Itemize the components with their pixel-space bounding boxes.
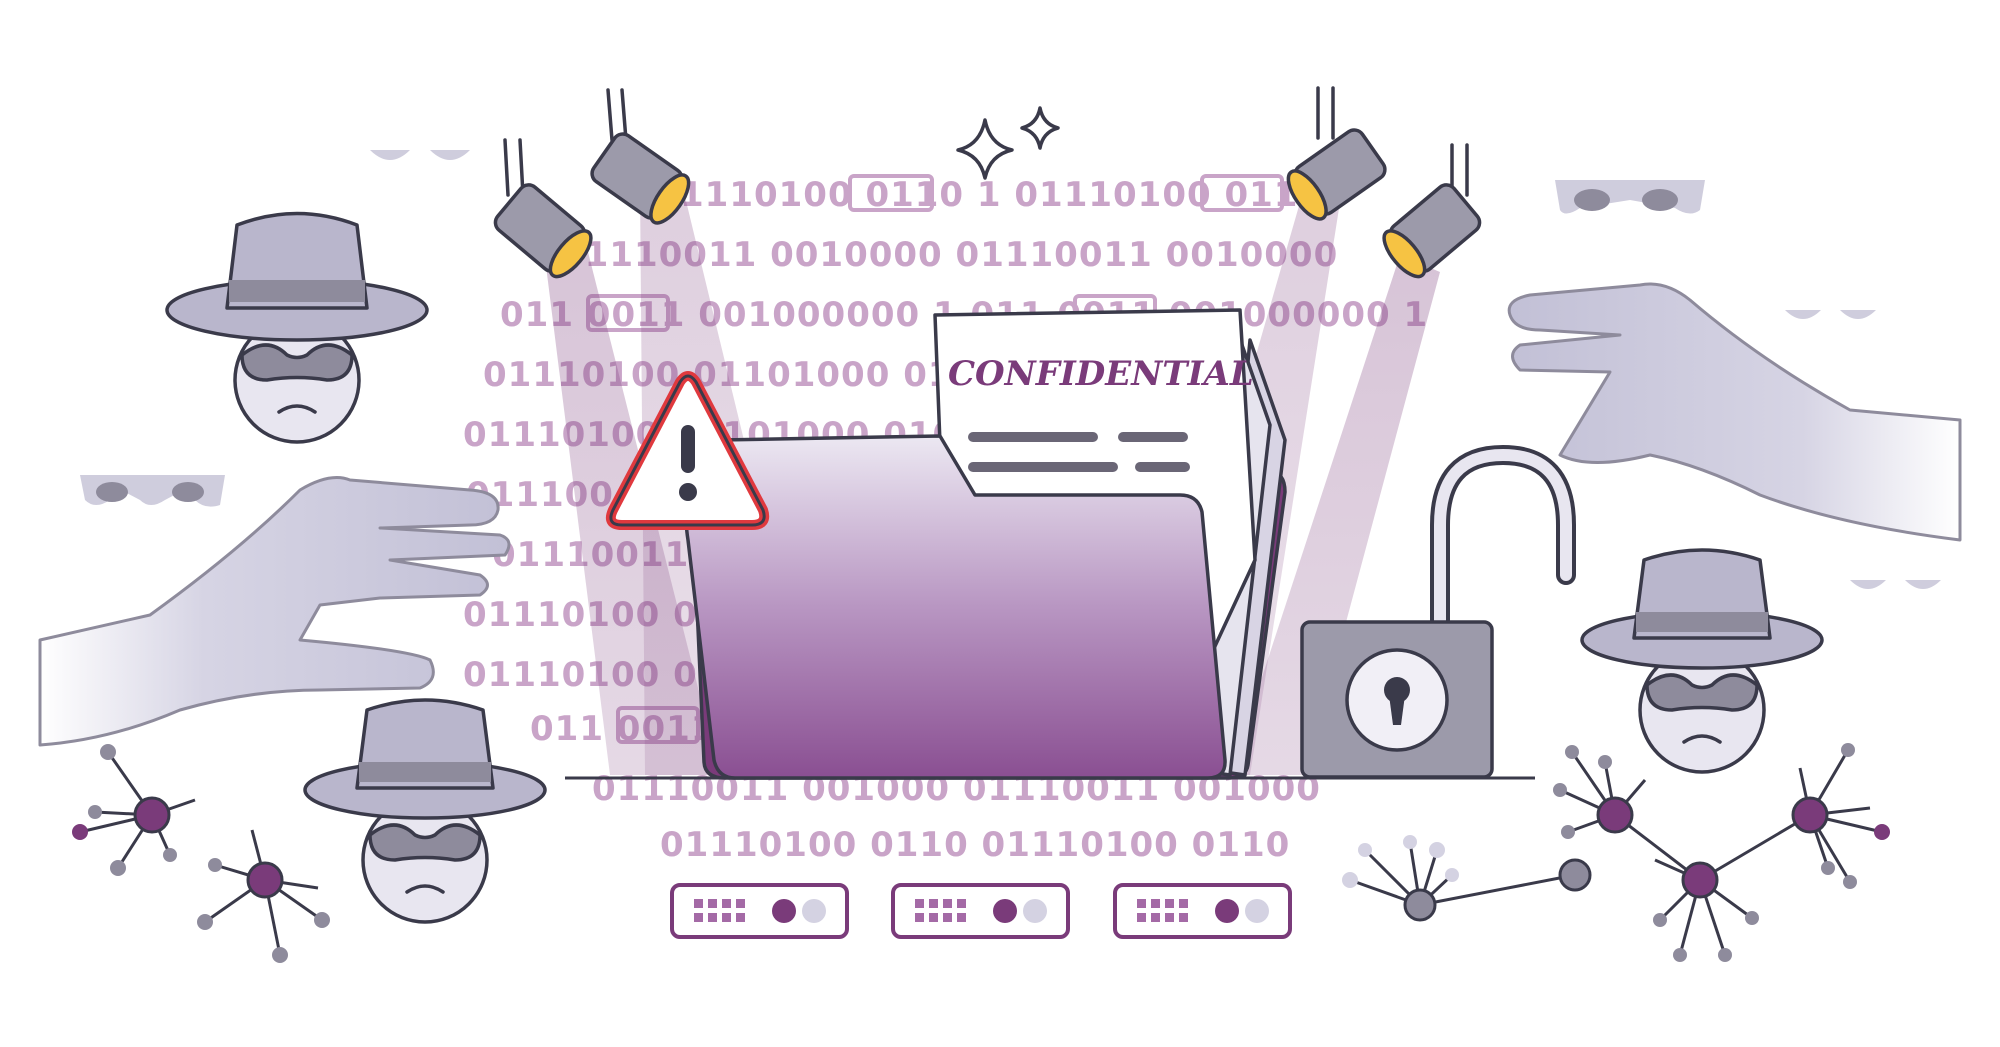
eye-mask-icon (80, 475, 225, 507)
sparkle-icon (956, 118, 1014, 180)
spotlight-icon (1286, 86, 1387, 221)
network-node-icon (72, 744, 196, 876)
network-node-icon (1342, 835, 1592, 922)
hand-icon (38, 476, 511, 747)
eye-mask-icon (1850, 580, 1941, 589)
eye-mask-icon (370, 150, 470, 160)
document-label: CONFIDENTIAL (948, 354, 1254, 394)
spotlight-icon (493, 138, 593, 279)
binary-highlight (1200, 174, 1284, 212)
server-icon (891, 883, 1070, 939)
binary-row: 01110100 0110 01110100 0110 (660, 825, 1290, 865)
eye-mask-icon (1555, 180, 1705, 214)
spy-icon (165, 211, 429, 444)
spotlight-icon (1382, 143, 1482, 279)
sparkle-icon (1020, 106, 1060, 150)
spy-icon (303, 698, 547, 924)
spy-icon (1580, 548, 1824, 774)
folder-icon: CONFIDENTIAL (684, 308, 1287, 780)
server-icon (1113, 883, 1292, 939)
binary-row: 1110100 0110 1 01110100 0110 (680, 175, 1323, 215)
network-node-icon (1553, 743, 1890, 962)
server-icon (670, 883, 849, 939)
eye-mask-icon (1785, 310, 1876, 319)
warning-icon (605, 371, 770, 530)
hand-icon (1507, 282, 1962, 542)
padlock-icon (1300, 444, 1576, 779)
binary-highlight (848, 174, 934, 212)
network-node-icon (197, 829, 330, 963)
spotlight-icon (590, 88, 691, 225)
